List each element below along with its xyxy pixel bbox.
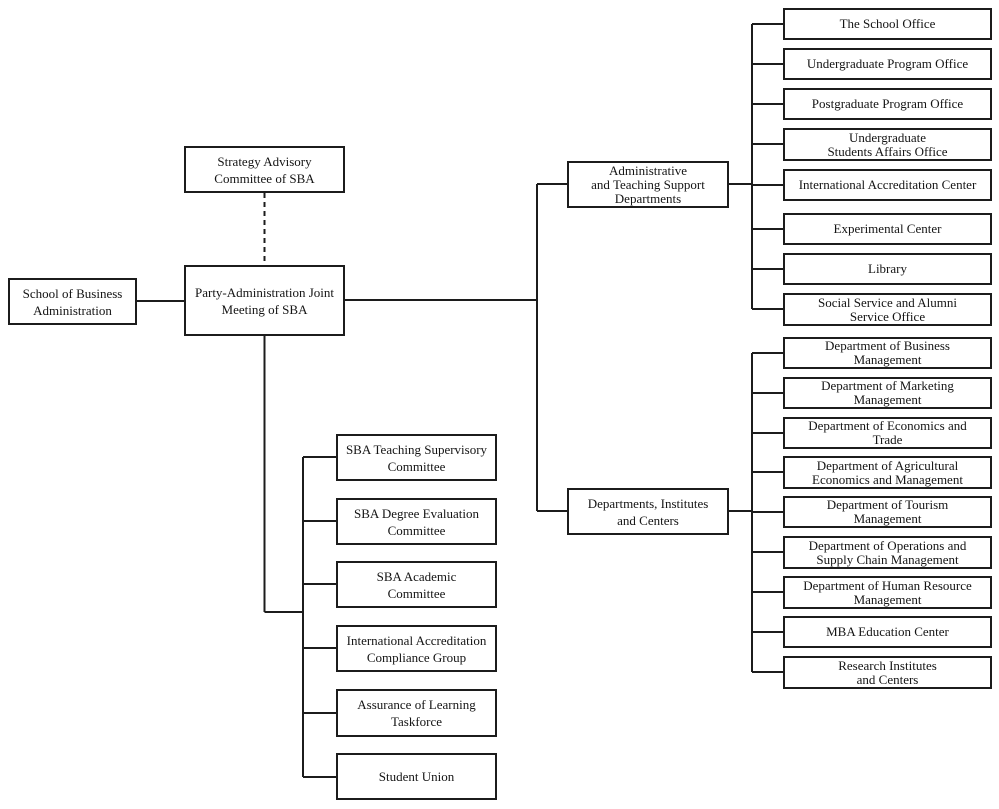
node-dept-agricultural-economics: Department of Agricultural Economics and… (783, 456, 992, 489)
node-strategy-advisory-committee: Strategy Advisory Committee of SBA (184, 146, 345, 193)
node-dept-marketing-management: Department of Marketing Management (783, 377, 992, 409)
node-label: Social Service and Alumni Service Office (817, 294, 957, 324)
node-label: Party-Administration Joint Meeting of SB… (194, 284, 335, 317)
node-sba-teaching-supervisory-committee: SBA Teaching Supervisory Committee (336, 434, 497, 481)
node-label: International Accreditation Center (798, 177, 977, 192)
node-student-union: Student Union (336, 753, 497, 800)
node-label: Department of Human Resource Management (803, 577, 972, 607)
node-postgraduate-program-office: Postgraduate Program Office (783, 88, 992, 120)
node-school-office: The School Office (783, 8, 992, 40)
node-research-institutes-centers: Research Institutes and Centers (783, 656, 992, 689)
node-administrative-teaching-support: Administrative and Teaching Support Depa… (567, 161, 729, 208)
node-label: SBA Academic Committee (376, 568, 457, 601)
node-dept-business-management: Department of Business Management (783, 337, 992, 369)
node-international-accreditation-center: International Accreditation Center (783, 169, 992, 201)
node-undergraduate-students-affairs-office: Undergraduate Students Affairs Office (783, 128, 992, 161)
node-dept-human-resource: Department of Human Resource Management (783, 576, 992, 609)
node-label: MBA Education Center (826, 624, 949, 639)
node-label: The School Office (839, 16, 936, 31)
node-label: Administrative and Teaching Support Depa… (591, 162, 705, 206)
node-label: Library (868, 261, 907, 276)
node-label: Department of Operations and Supply Chai… (808, 537, 967, 567)
node-international-accreditation-compliance-group: International Accreditation Compliance G… (336, 625, 497, 672)
node-label: School of Business Administration (22, 285, 123, 318)
node-library: Library (783, 253, 992, 285)
node-sba-degree-evaluation-committee: SBA Degree Evaluation Committee (336, 498, 497, 545)
node-label: Undergraduate Program Office (806, 56, 969, 71)
node-departments-institutes-centers: Departments, Institutes and Centers (567, 488, 729, 535)
node-label: SBA Degree Evaluation Committee (354, 505, 479, 538)
node-label: Department of Business Management (825, 338, 950, 367)
node-label: Research Institutes and Centers (838, 657, 937, 687)
node-label: International Accreditation Compliance G… (346, 632, 487, 665)
node-label: Postgraduate Program Office (811, 96, 964, 111)
node-label: Assurance of Learning Taskforce (357, 697, 476, 729)
node-label: Strategy Advisory Committee of SBA (214, 153, 315, 186)
node-label: SBA Teaching Supervisory Committee (345, 441, 488, 474)
node-label: Departments, Institutes and Centers (587, 495, 709, 528)
node-dept-economics-trade: Department of Economics and Trade (783, 417, 992, 449)
node-assurance-of-learning-taskforce: Assurance of Learning Taskforce (336, 689, 497, 737)
node-dept-tourism-management: Department of Tourism Management (783, 496, 992, 528)
node-label: Department of Agricultural Economics and… (812, 457, 963, 487)
node-undergraduate-program-office: Undergraduate Program Office (783, 48, 992, 80)
node-sba-academic-committee: SBA Academic Committee (336, 561, 497, 608)
solid-connectors (137, 23, 783, 778)
node-dept-operations-supply-chain: Department of Operations and Supply Chai… (783, 536, 992, 569)
node-experimental-center: Experimental Center (783, 213, 992, 245)
node-label: Department of Marketing Management (821, 378, 954, 407)
node-label: Department of Economics and Trade (808, 418, 967, 447)
node-social-service-alumni-office: Social Service and Alumni Service Office (783, 293, 992, 326)
node-mba-education-center: MBA Education Center (783, 616, 992, 648)
node-label: Experimental Center (833, 221, 942, 236)
node-school-of-business-administration: School of Business Administration (8, 278, 137, 325)
node-label: Student Union (378, 769, 455, 784)
node-label: Undergraduate Students Affairs Office (827, 129, 948, 159)
node-label: Department of Tourism Management (826, 497, 949, 526)
node-party-administration-joint-meeting: Party-Administration Joint Meeting of SB… (184, 265, 345, 336)
